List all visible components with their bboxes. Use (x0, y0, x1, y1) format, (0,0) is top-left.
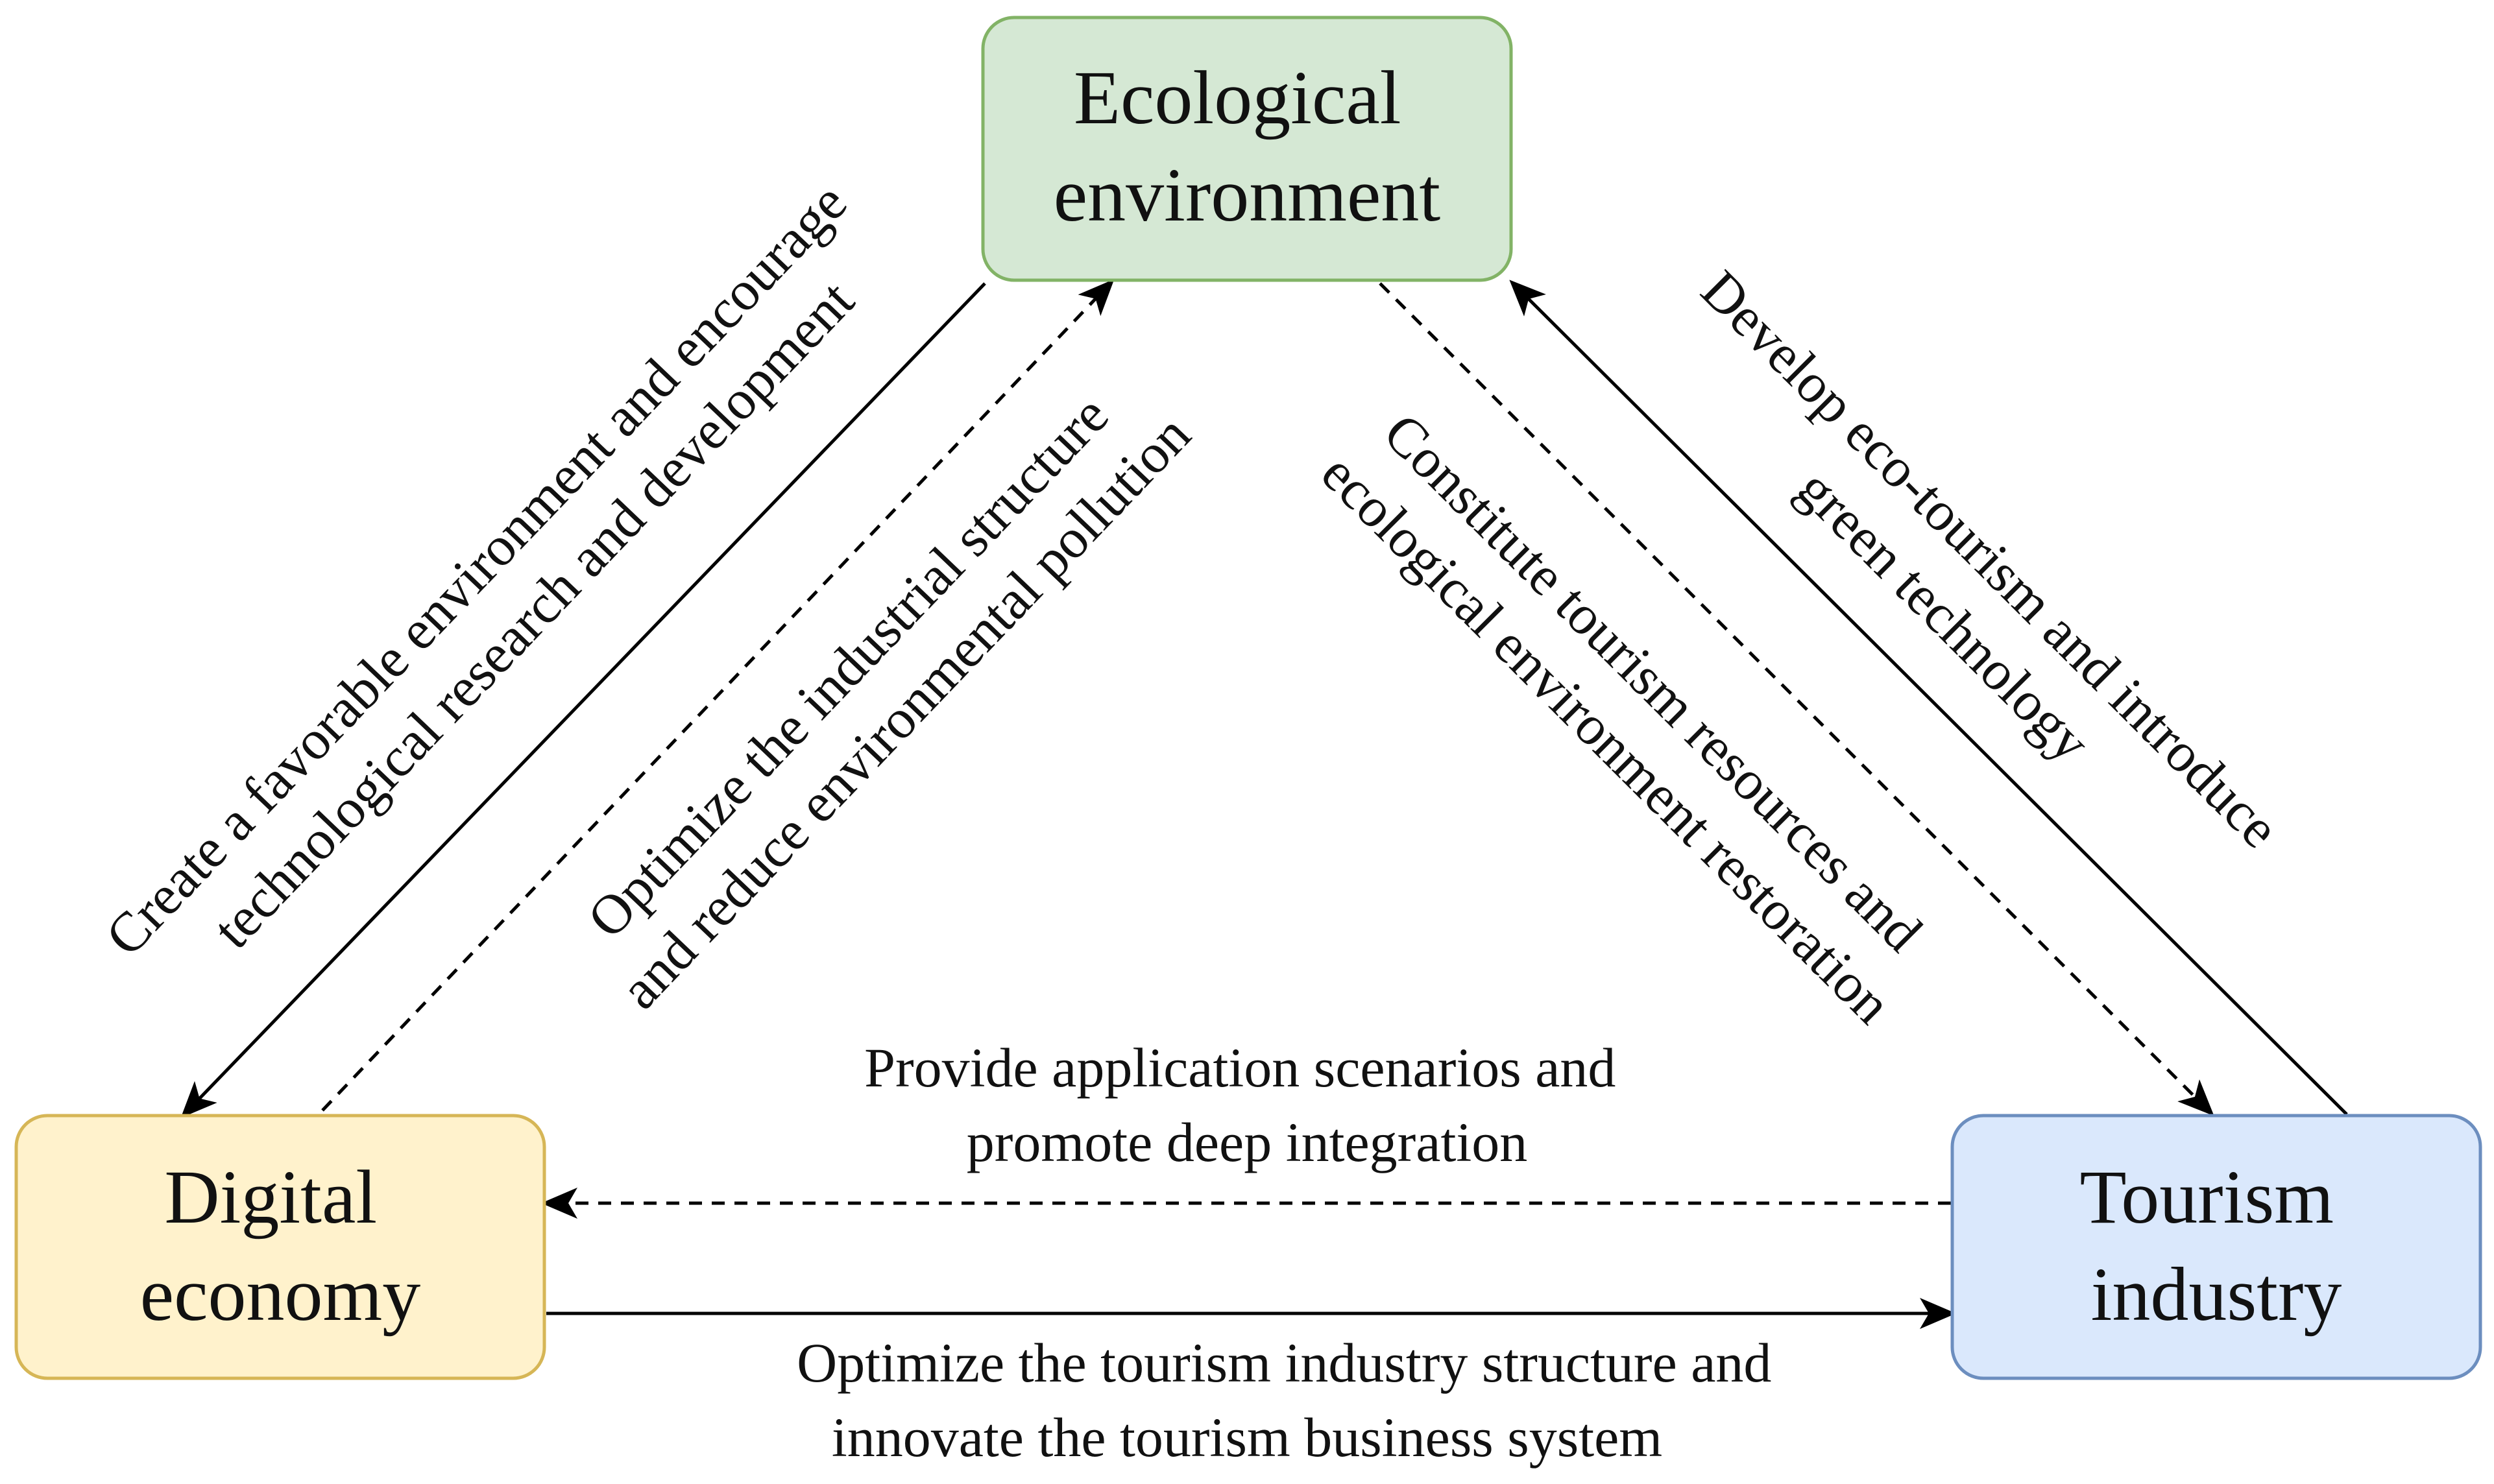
edge-ecology-to-tourism-line (1379, 282, 2214, 1116)
ecological-environment-box (981, 16, 1513, 282)
ecological-environment-line-2: environment (1054, 152, 1441, 237)
node-tourism-industry: Tourism industry (1950, 1114, 2482, 1380)
svg-text:Digital economy: Digital economy (140, 1155, 421, 1337)
label-ecology-to-tourism-line-2: ecological environment restoration (1310, 442, 1904, 1036)
label-digital-to-ecology-line-2: and reduce environmental pollution (608, 403, 1202, 1020)
tourism-industry-box (1950, 1114, 2482, 1380)
edge-lines (180, 279, 2348, 1329)
svg-text:Tourism industry: Tourism industry (2079, 1155, 2353, 1337)
label-ecology-to-digital: Create a favorable environment and encou… (93, 161, 921, 1018)
tourism-industry-line-1: Tourism (2079, 1155, 2334, 1239)
svg-text:Ecological environment: Ecological environment (1054, 55, 1441, 237)
node-digital-economy: Digital economy (14, 1114, 546, 1380)
edge-digital-to-ecology-line (321, 279, 1115, 1112)
digital-economy-line-2: economy (140, 1252, 421, 1337)
edge-tourism-to-ecology-line (1509, 280, 2348, 1116)
label-digital-to-tourism-line-2: innovate the tourism business system (832, 1406, 1662, 1468)
label-tourism-to-digital: Provide application scenarios and promot… (864, 1036, 1630, 1173)
ecological-environment-line-1: Ecological (1074, 55, 1401, 140)
digital-economy-line-1: Digital (164, 1155, 377, 1239)
digital-economy-box (14, 1114, 546, 1380)
label-tourism-to-digital-line-2: promote deep integration (967, 1111, 1528, 1173)
edge-ecology-to-digital-line (180, 282, 986, 1118)
label-tourism-to-ecology: Develop eco-tourism and introduce green … (1638, 258, 2301, 921)
tourism-industry-line-2: industry (2091, 1252, 2342, 1337)
label-digital-to-tourism: Optimize the tourism industry structure … (797, 1332, 1786, 1468)
node-ecological-environment: Ecological environment (981, 16, 1513, 282)
label-digital-to-tourism-line-1: Optimize the tourism industry structure … (797, 1332, 1771, 1394)
label-tourism-to-digital-line-1: Provide application scenarios and (864, 1036, 1616, 1099)
